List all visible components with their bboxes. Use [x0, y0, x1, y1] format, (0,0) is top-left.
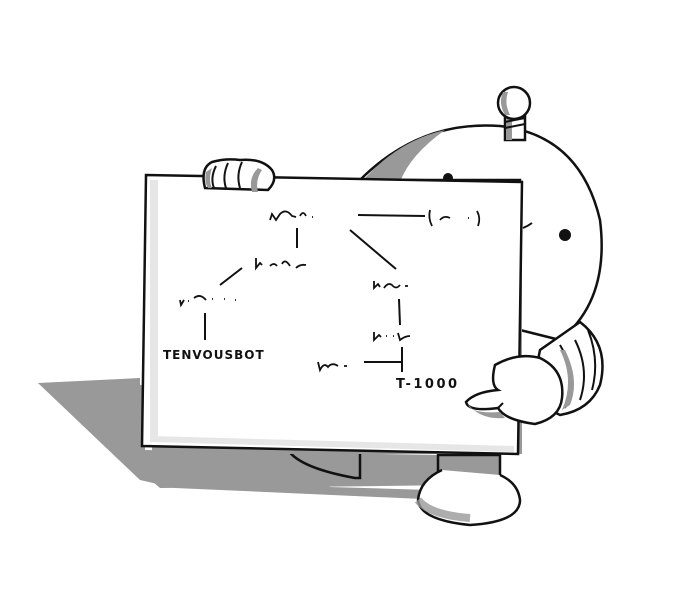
robot-eye-right — [559, 229, 571, 241]
robot-hand-left — [202, 158, 276, 192]
robot-base — [285, 448, 522, 527]
sign-label-tenvousbot: TENVOUSBOT — [163, 348, 265, 362]
family-tree — [204, 214, 426, 372]
sign-label-t1000: T-1000 — [396, 377, 460, 392]
robot-hand-right — [464, 354, 564, 426]
sign-board: TENVOUSBOT T-1000 — [140, 173, 524, 456]
scribble-nodes — [179, 209, 481, 373]
robot-mouth — [522, 222, 533, 229]
antenna — [496, 85, 532, 142]
